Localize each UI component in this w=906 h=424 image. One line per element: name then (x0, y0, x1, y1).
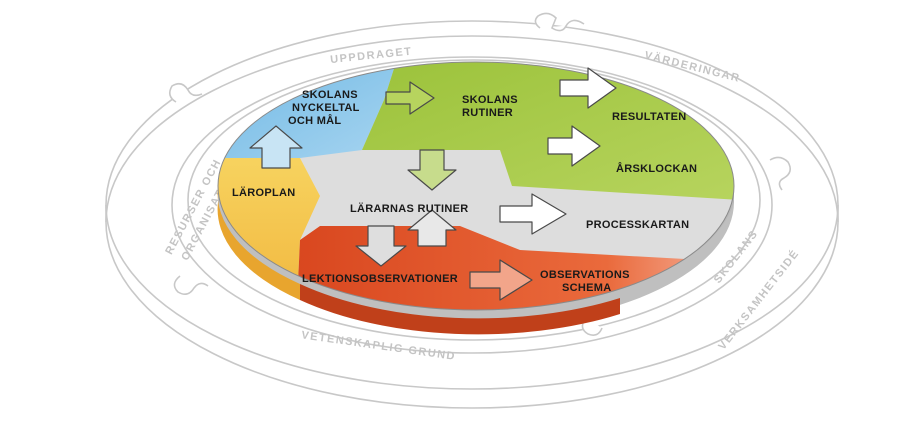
puzzle-joint-right (769, 156, 792, 191)
ring-label-vetenskaplig-grund: VETENSKAPLIG GRUND (301, 329, 457, 363)
arrow-right-observationer (469, 259, 533, 301)
label-laroplan: LÄROPLAN (232, 186, 296, 199)
puzzle-joint-left (168, 82, 203, 103)
segment-labels: SKOLANS NYCKELTAL OCH MÅL SKOLANS RUTINE… (232, 89, 697, 294)
ring-label-varderingar: VÄRDERINGAR (643, 48, 742, 84)
arrow-right-nyckeltal (385, 81, 435, 115)
puzzle-joint-bottom-left (173, 275, 209, 296)
disc-outline (217, 61, 735, 311)
flow-arrows (249, 67, 617, 301)
outer-ring (105, 20, 839, 409)
arrow-down-lararnas (355, 225, 407, 267)
label-arsklockan: ÅRSKLOCKAN (616, 162, 697, 175)
ring-puzzle-joints (168, 12, 792, 336)
label-rutiner-line2: RUTINER (462, 107, 513, 119)
label-lararnas-rutiner: LÄRARNAS RUTINER (350, 202, 468, 215)
arrow-right-arsklockan (547, 125, 601, 167)
arrow-up-laroplan (249, 125, 303, 169)
label-observationsschema-line1: OBSERVATIONS (540, 269, 630, 281)
arrow-right-resultaten (559, 67, 617, 109)
arrow-up-lektion (407, 209, 457, 247)
label-processkartan: PROCESSKARTAN (586, 219, 689, 231)
label-nyckeltal-line3: OCH MÅL (288, 114, 341, 127)
arrow-right-processkartan (499, 193, 567, 235)
label-rutiner-line1: SKOLANS (462, 94, 518, 106)
label-lektionsobservationer: LEKTIONSOBSERVATIONER (302, 273, 458, 285)
label-observationsschema-line2: SCHEMA (562, 282, 611, 294)
label-resultaten: RESULTATEN (612, 111, 687, 123)
puzzle-joint-top-right (534, 12, 585, 32)
label-nyckeltal-line2: NYCKELTAL (292, 102, 360, 114)
arrow-down-rutiner (407, 149, 457, 191)
label-nyckeltal-line1: SKOLANS (302, 89, 358, 101)
